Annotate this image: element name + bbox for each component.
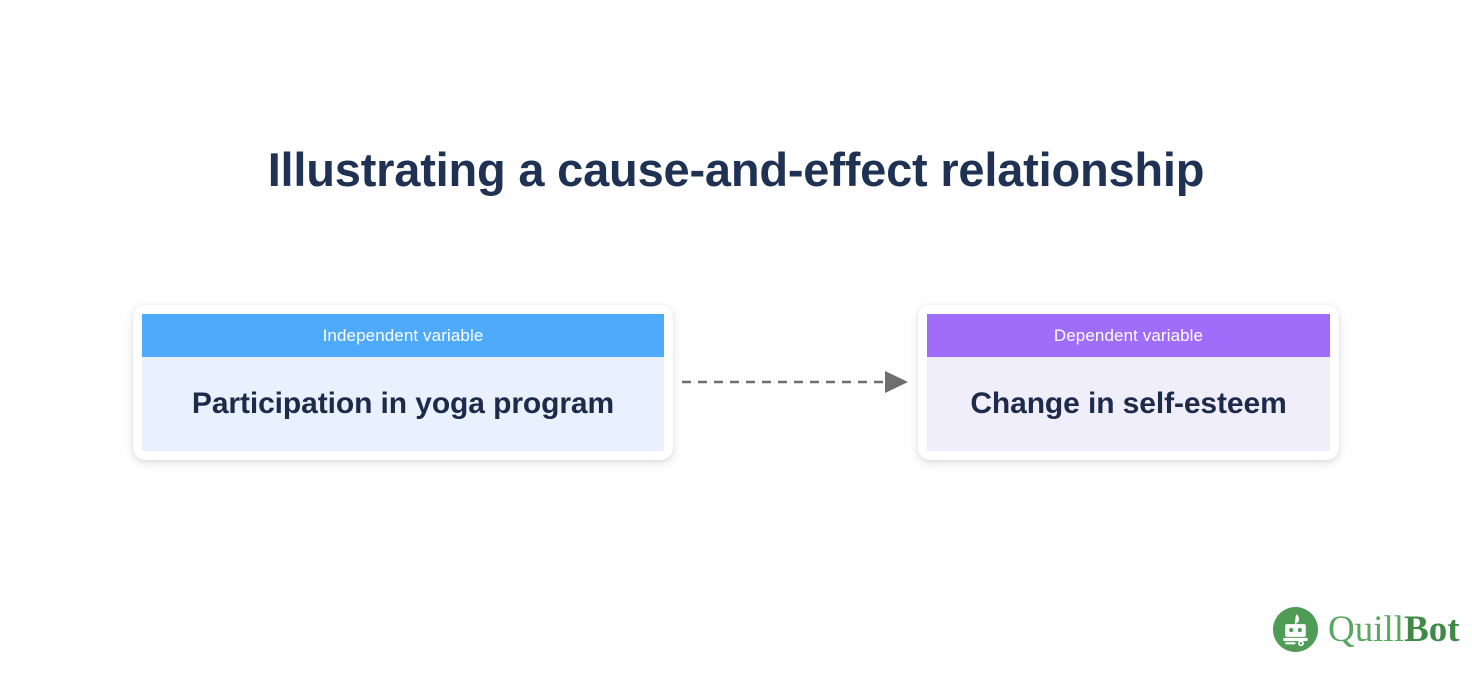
card-body-independent-variable: Participation in yoga program	[142, 357, 664, 451]
quillbot-wordmark: QuillBot	[1328, 611, 1460, 648]
page-title: Illustrating a cause-and-effect relation…	[267, 143, 1205, 196]
wordmark-bot: Bot	[1404, 608, 1460, 650]
quillbot-logo: QuillBot	[1272, 603, 1464, 655]
node-card-dependent-variable: Dependent variable Change in self-esteem	[918, 305, 1339, 460]
node-card-independent-variable: Independent variable Participation in yo…	[133, 305, 673, 460]
card-header-independent-variable: Independent variable	[142, 314, 664, 357]
dashed-arrow-icon	[682, 371, 908, 393]
wordmark-quill: Quill	[1328, 608, 1405, 650]
card-inner: Dependent variable Change in self-esteem	[927, 314, 1330, 451]
arrow-connector	[680, 362, 912, 402]
card-body-dependent-variable: Change in self-esteem	[927, 357, 1330, 451]
card-header-dependent-variable: Dependent variable	[927, 314, 1330, 357]
card-inner: Independent variable Participation in yo…	[142, 314, 664, 451]
quillbot-robot-icon	[1272, 606, 1319, 652]
